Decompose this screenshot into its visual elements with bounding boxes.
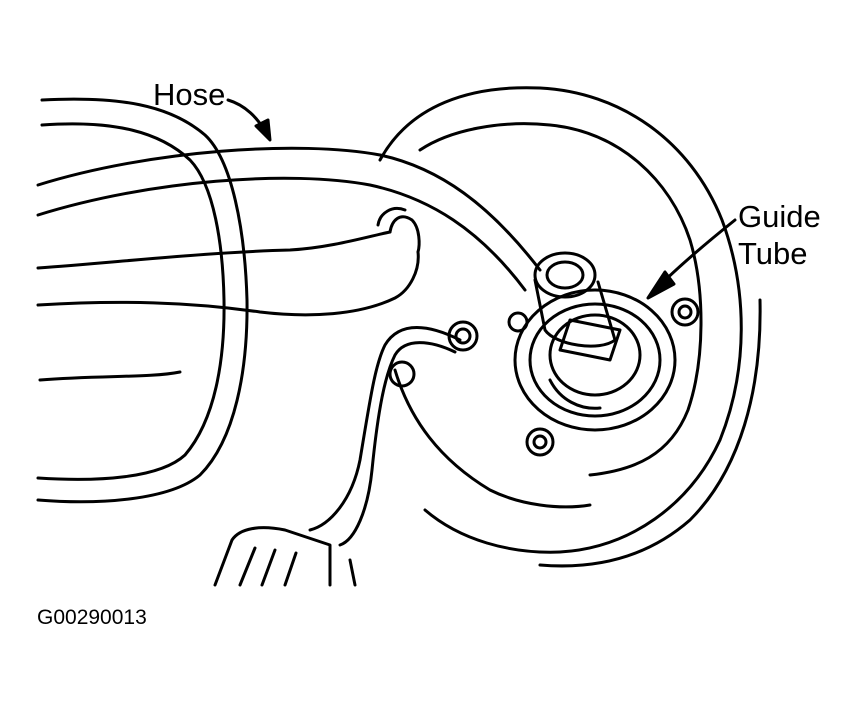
hose-leader-arrow	[226, 98, 272, 142]
bolts	[388, 297, 700, 457]
pedal-bracket	[213, 526, 357, 587]
guide-tube-fitting	[513, 251, 677, 432]
wire-harness	[308, 326, 462, 547]
guide-tube-callout-line2: Tube	[738, 236, 808, 271]
figure-id: G00290013	[37, 606, 147, 629]
hose-outline	[36, 146, 542, 292]
hose-callout: Hose	[153, 77, 226, 112]
filler-ring	[378, 86, 762, 568]
strap	[36, 207, 421, 382]
guide-tube-callout-line1: Guide	[738, 199, 821, 234]
guide-tube-leader-arrow	[646, 218, 737, 300]
body-panel	[36, 97, 249, 504]
